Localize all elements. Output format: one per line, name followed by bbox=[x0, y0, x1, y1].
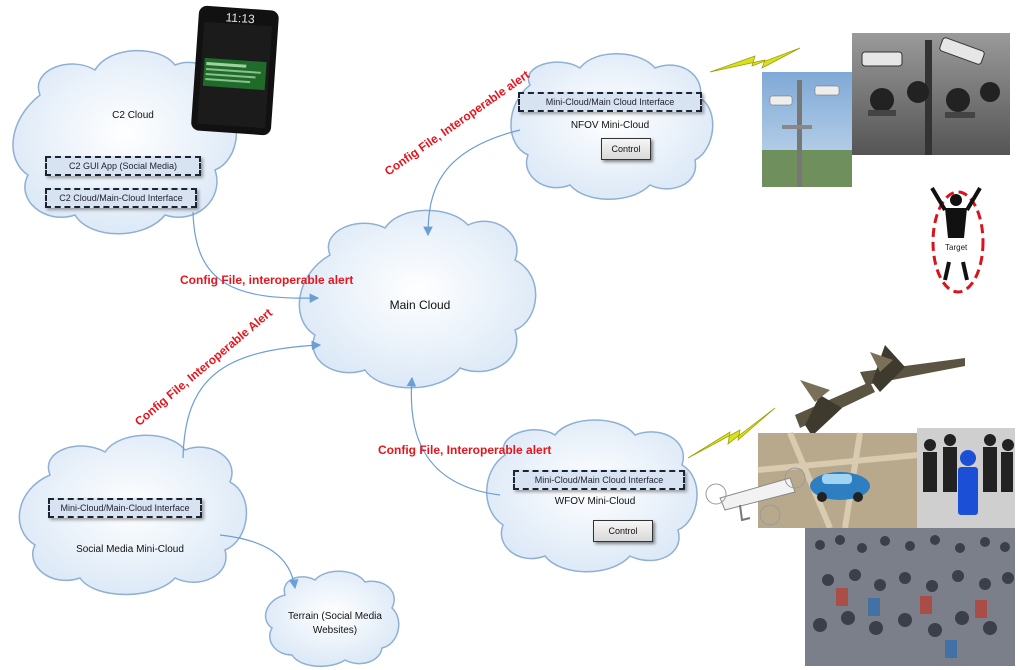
connector-social-terrain bbox=[219, 534, 299, 590]
smartphone-image: 11:13 bbox=[191, 5, 279, 136]
uav-drone-1-image bbox=[795, 380, 875, 436]
uav-drone-2-image bbox=[860, 345, 965, 392]
phone-time: 11:13 bbox=[225, 10, 255, 26]
main-cloud-title: Main Cloud bbox=[389, 298, 451, 312]
connector-social-main bbox=[182, 340, 322, 459]
wfov-interface-box[interactable]: Mini-Cloud/Main Cloud Interface bbox=[513, 470, 685, 490]
wireless-link-wfov-icon bbox=[687, 407, 776, 459]
wfov-control-button[interactable]: Control bbox=[593, 520, 653, 542]
c2-main-cloud-interface-box[interactable]: C2 Cloud/Main-Cloud Interface bbox=[45, 188, 197, 208]
wireless-link-nfov-icon bbox=[709, 47, 801, 73]
target-label: Target bbox=[945, 243, 968, 252]
c2-cloud-title: C2 Cloud bbox=[112, 110, 154, 121]
alert-label-c2-main: Config File, interoperable alert bbox=[180, 273, 354, 287]
c2-gui-app-box[interactable]: C2 GUI App (Social Media) bbox=[45, 156, 201, 176]
wfov-cloud-title: WFOV Mini-Cloud bbox=[554, 496, 636, 507]
terrain-cloud-title: Terrain (Social Media Websites) bbox=[275, 610, 395, 638]
crowd-photo bbox=[805, 528, 1015, 666]
alert-label-wfov-main: Config File, Interoperable alert bbox=[378, 443, 552, 457]
nfov-interface-box[interactable]: Mini-Cloud/Main Cloud Interface bbox=[518, 92, 702, 112]
target-marker: Target bbox=[930, 186, 985, 294]
terrain-title-line1: Terrain (Social Media bbox=[288, 611, 382, 622]
nfov-control-button[interactable]: Control bbox=[601, 138, 651, 160]
social-interface-box[interactable]: Mini-Cloud/Main-Cloud Interface bbox=[48, 498, 202, 518]
terrain-cloud-shape bbox=[264, 570, 400, 667]
connector-nfov-main bbox=[423, 129, 521, 237]
c2-cloud-shape bbox=[12, 49, 238, 235]
crowd-silhouettes-image bbox=[917, 428, 1015, 528]
main-cloud-shape bbox=[298, 209, 537, 389]
security-cameras-photo bbox=[852, 33, 1010, 155]
terrain-title-line2: Websites) bbox=[312, 625, 358, 636]
camera-pole-photo bbox=[762, 72, 852, 187]
nfov-cloud-title: NFOV Mini-Cloud bbox=[570, 120, 650, 131]
social-cloud-title: Social Media Mini-Cloud bbox=[76, 544, 184, 555]
nfov-cloud-shape bbox=[510, 53, 714, 200]
connector-c2-main bbox=[192, 211, 320, 303]
quadcopter-image bbox=[705, 467, 806, 526]
connector-wfov-main bbox=[406, 376, 501, 496]
